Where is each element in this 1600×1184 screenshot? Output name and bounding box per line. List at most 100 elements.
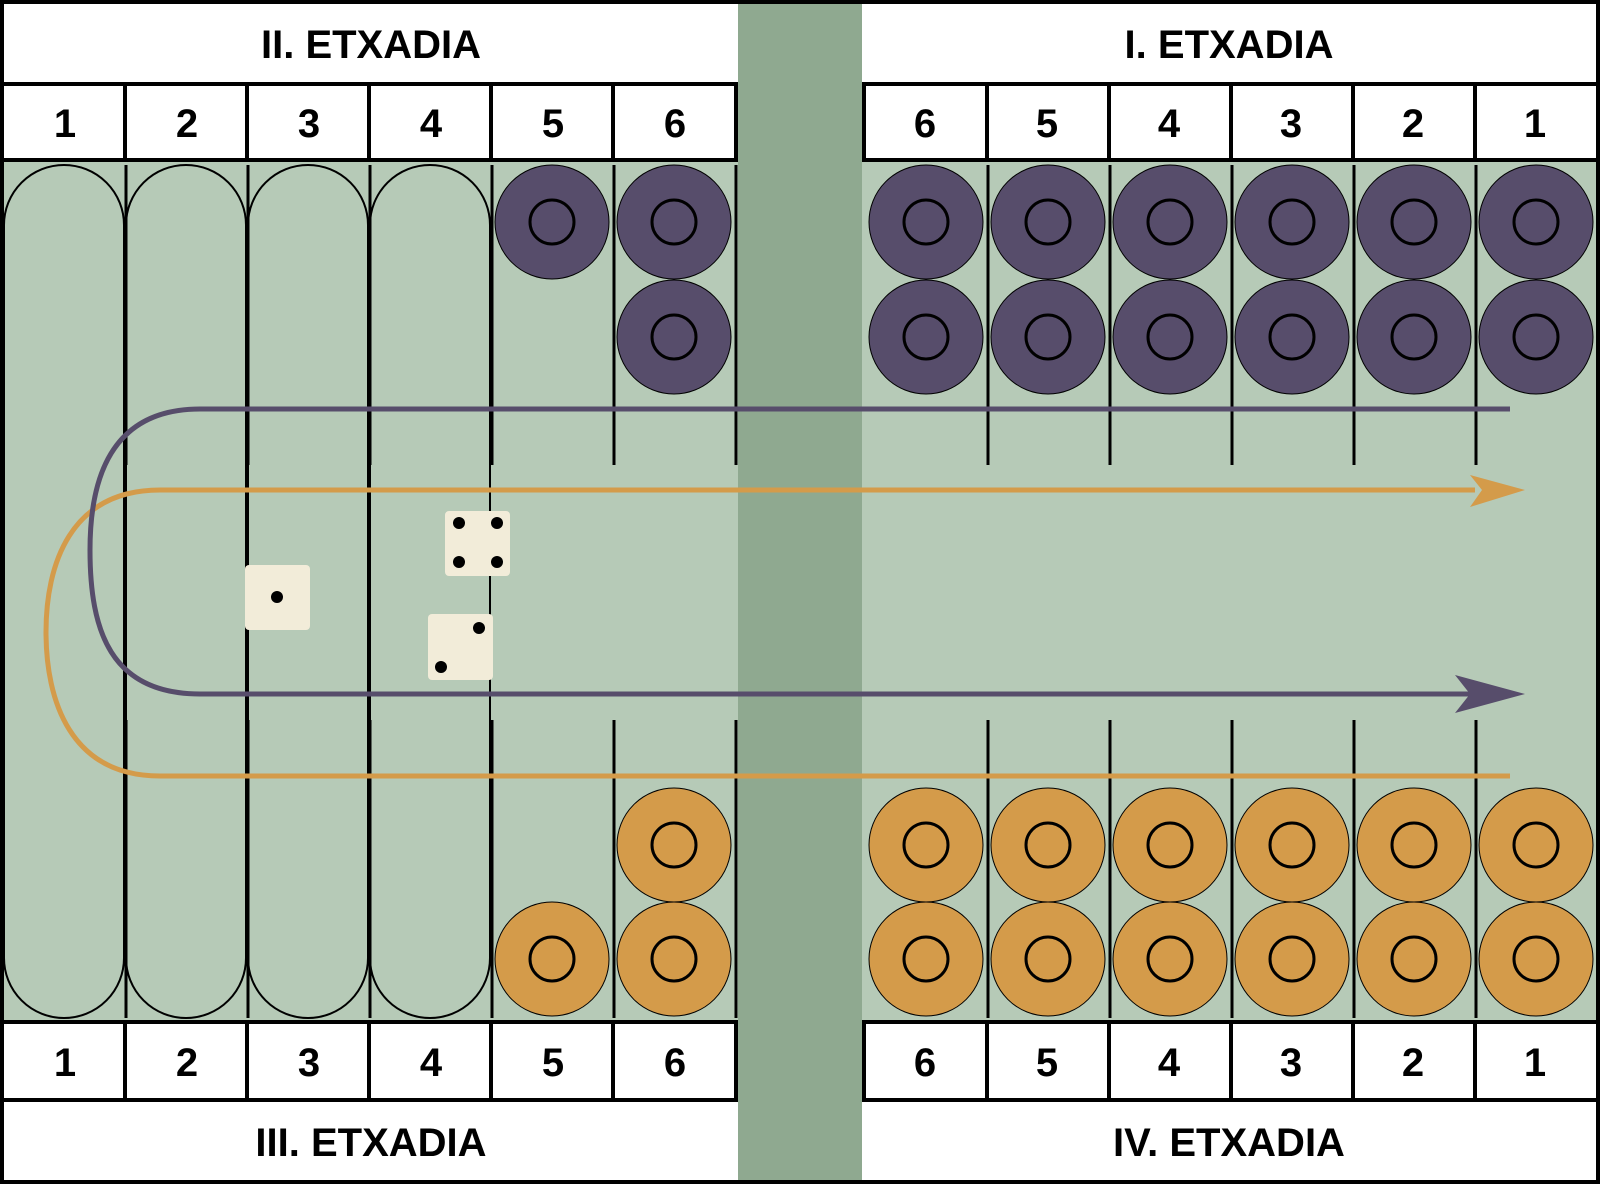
orange-checker[interactable] (1234, 901, 1350, 1017)
purple-checker[interactable] (1478, 279, 1594, 395)
orange-checker[interactable] (1112, 901, 1228, 1017)
point-number: 2 (176, 102, 198, 146)
purple-checker[interactable] (616, 279, 732, 395)
purple-checker-ring (650, 198, 698, 246)
purple-checker-ring (1512, 313, 1560, 361)
point-number-box (866, 1024, 985, 1098)
orange-checker-ring (1146, 935, 1194, 983)
die-two[interactable] (428, 614, 493, 680)
point-number: 2 (1402, 1041, 1424, 1085)
orange-checker[interactable] (494, 901, 610, 1017)
die-pip (491, 517, 503, 529)
title-box-top-left (4, 4, 738, 82)
point-number: 1 (1524, 1041, 1546, 1085)
purple-checker[interactable] (1234, 279, 1350, 395)
orange-checker[interactable] (990, 901, 1106, 1017)
purple-checker-body (1478, 279, 1594, 395)
felt-right (862, 162, 1596, 1020)
orange-checker-ring (902, 935, 950, 983)
point-number: 4 (1158, 102, 1181, 146)
orange-checker[interactable] (616, 787, 732, 903)
orange-checker-ring (1512, 935, 1560, 983)
orange-checker[interactable] (1356, 901, 1472, 1017)
point-number-box (249, 1024, 367, 1098)
purple-checker-body (616, 279, 732, 395)
point-number: 4 (420, 102, 443, 146)
point-number-box (1355, 86, 1473, 158)
quadrant-title-top-left: II. ETXADIA (261, 23, 481, 67)
purple-checker[interactable] (1112, 164, 1228, 280)
die-pip (491, 556, 503, 568)
orange-checker-body (1234, 787, 1350, 903)
quadrant-title-bottom-left: III. ETXADIA (255, 1121, 486, 1165)
orange-checker[interactable] (1478, 901, 1594, 1017)
point-number: 2 (1402, 102, 1424, 146)
purple-checker-ring (650, 313, 698, 361)
point-numbers-top-right: 6 5 4 3 2 1 (866, 86, 1596, 158)
point-number: 6 (664, 102, 686, 146)
orange-checker[interactable] (868, 901, 984, 1017)
point-number-box (249, 86, 367, 158)
orange-checker-body (1234, 901, 1350, 1017)
point-number-box (371, 1024, 489, 1098)
orange-checker-body (1112, 787, 1228, 903)
orange-checker[interactable] (616, 901, 732, 1017)
orange-checker-ring (1390, 935, 1438, 983)
purple-checker-body (990, 279, 1106, 395)
purple-checker-body (494, 164, 610, 280)
purple-checker[interactable] (494, 164, 610, 280)
purple-checker-ring (1512, 198, 1560, 246)
orange-checker[interactable] (868, 787, 984, 903)
purple-checker-body (1356, 279, 1472, 395)
point-number-box (493, 86, 611, 158)
orange-checker[interactable] (1356, 787, 1472, 903)
point-column[interactable] (369, 164, 491, 1019)
purple-checker[interactable] (990, 164, 1106, 280)
point-number-box (866, 86, 985, 158)
purple-checker-ring (528, 198, 576, 246)
purple-checker[interactable] (1356, 279, 1472, 395)
title-box-top-right (862, 4, 1596, 82)
orange-checker-ring (1268, 821, 1316, 869)
point-number: 4 (420, 1041, 443, 1085)
point-number: 1 (1524, 102, 1546, 146)
point-number-box (493, 1024, 611, 1098)
purple-checker[interactable] (868, 279, 984, 395)
orange-checker[interactable] (1478, 787, 1594, 903)
point-column[interactable] (3, 164, 125, 1019)
checkers-layer (494, 164, 1594, 1017)
point-numbers-bottom-left: 1 2 3 4 5 6 (4, 1024, 734, 1098)
orange-checker[interactable] (1112, 787, 1228, 903)
point-number: 2 (176, 1041, 198, 1085)
point-number: 3 (298, 1041, 320, 1085)
purple-path-line (87, 406, 1510, 697)
orange-checker-body (990, 787, 1106, 903)
quadrant-title-top-right: I. ETXADIA (1125, 23, 1334, 67)
orange-path (43, 475, 1525, 779)
point-number-box (1233, 86, 1351, 158)
die-one[interactable] (245, 565, 310, 630)
die-pip (453, 517, 465, 529)
orange-checker[interactable] (1234, 787, 1350, 903)
purple-checker[interactable] (1112, 279, 1228, 395)
point-number: 5 (1036, 1041, 1058, 1085)
orange-checker[interactable] (990, 787, 1106, 903)
purple-checker[interactable] (1356, 164, 1472, 280)
orange-checker-ring (1512, 821, 1560, 869)
center-bar (738, 4, 862, 1180)
point-column[interactable] (125, 164, 247, 1019)
point-number: 3 (298, 102, 320, 146)
die-four[interactable] (445, 511, 510, 576)
purple-checker[interactable] (616, 164, 732, 280)
purple-checker-ring (902, 313, 950, 361)
orange-checker-ring (528, 935, 576, 983)
purple-checker[interactable] (868, 164, 984, 280)
orange-checker-body (616, 787, 732, 903)
purple-checker[interactable] (1478, 164, 1594, 280)
orange-checker-ring (650, 821, 698, 869)
point-number: 6 (914, 1041, 936, 1085)
purple-checker[interactable] (990, 279, 1106, 395)
purple-checker[interactable] (1234, 164, 1350, 280)
orange-checker-ring (1146, 821, 1194, 869)
